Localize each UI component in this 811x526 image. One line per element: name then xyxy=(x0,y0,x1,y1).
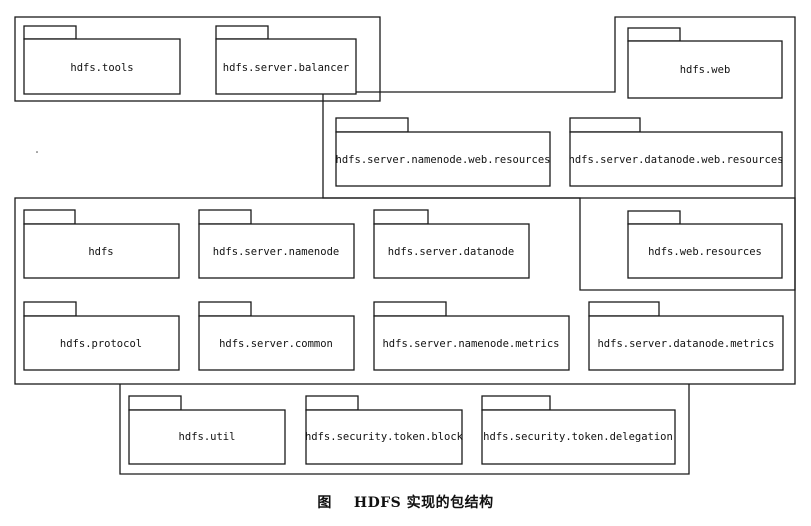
boundary-bottom-util xyxy=(119,384,690,475)
package-label: hdfs.server.balancer xyxy=(223,62,349,74)
package-hdfs-security-token-delegation: hdfs.security.token.delegation xyxy=(481,395,676,465)
package-label: hdfs.server.common xyxy=(219,338,333,350)
package-hdfs-web: hdfs.web xyxy=(627,27,783,99)
package-hdfs-server-balancer: hdfs.server.balancer xyxy=(215,25,357,95)
package-label: hdfs.server.namenode xyxy=(213,246,339,258)
package-hdfs-util: hdfs.util xyxy=(128,395,286,465)
package-label: hdfs.util xyxy=(179,431,236,443)
package-hdfs-server-common: hdfs.server.common xyxy=(198,301,355,371)
package-label: hdfs.web.resources xyxy=(648,246,762,258)
package-label: hdfs.server.datanode.web.resources xyxy=(569,154,784,166)
scan-speck xyxy=(36,151,38,153)
figure-caption: 图 HDFS 实现的包结构 xyxy=(0,492,811,512)
package-hdfs-server-namenode-metrics: hdfs.server.namenode.metrics xyxy=(373,301,570,371)
boundary-middle-core xyxy=(14,197,796,385)
package-hdfs-server-datanode: hdfs.server.datanode xyxy=(373,209,530,279)
package-label: hdfs.protocol xyxy=(60,338,142,350)
package-label: hdfs xyxy=(88,246,113,258)
figure-title: HDFS 实现的包结构 xyxy=(353,495,494,511)
package-label: hdfs.server.datanode.metrics xyxy=(597,338,774,350)
boundary-top-left xyxy=(14,16,381,102)
package-hdfs-server-namenode: hdfs.server.namenode xyxy=(198,209,355,279)
package-hdfs-security-token-block: hdfs.security.token.block xyxy=(305,395,464,465)
package-label: hdfs.server.datanode xyxy=(388,246,514,258)
package-hdfs-web-resources: hdfs.web.resources xyxy=(627,210,783,279)
package-hdfs-server-datanode-web-resources: hdfs.server.datanode.web.resources xyxy=(569,117,784,187)
package-hdfs: hdfs xyxy=(23,209,180,279)
package-label: hdfs.server.namenode.web.resources xyxy=(336,154,551,166)
package-label: hdfs.tools xyxy=(70,62,133,74)
figure-mark: 图 xyxy=(317,495,332,511)
package-hdfs-server-namenode-web-resources: hdfs.server.namenode.web.resources xyxy=(335,117,551,187)
package-label: hdfs.server.namenode.metrics xyxy=(382,338,559,350)
package-label: hdfs.web xyxy=(680,64,731,76)
package-hdfs-tools: hdfs.tools xyxy=(23,25,181,95)
package-label: hdfs.security.token.delegation xyxy=(483,431,673,443)
package-hdfs-protocol: hdfs.protocol xyxy=(23,301,180,371)
package-hdfs-server-datanode-metrics: hdfs.server.datanode.metrics xyxy=(588,301,784,371)
package-label: hdfs.security.token.block xyxy=(305,431,464,443)
